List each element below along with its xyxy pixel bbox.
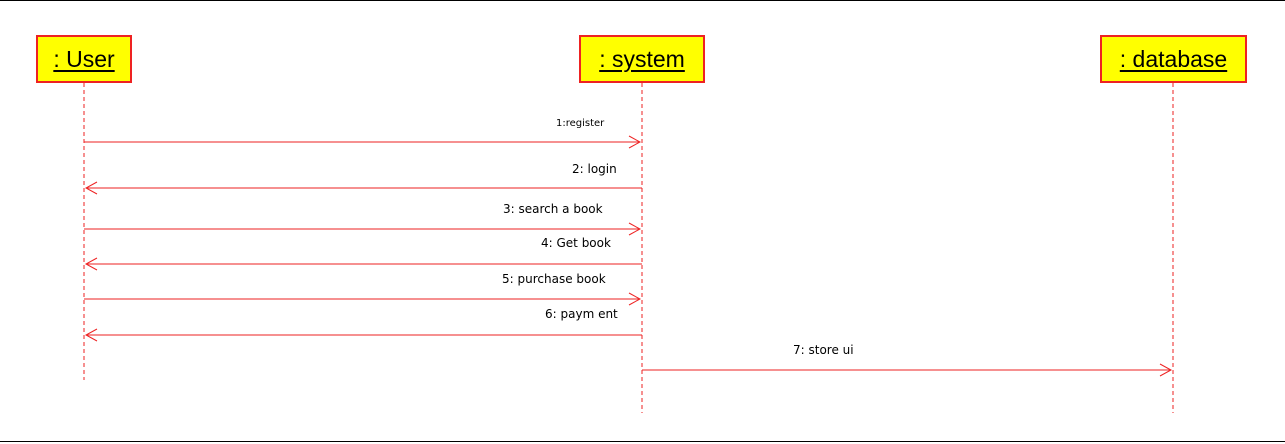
message-4: 4: Get book bbox=[84, 236, 642, 271]
message-1-label: 1:register bbox=[556, 118, 605, 129]
message-2-label: 2: login bbox=[572, 162, 617, 176]
message-4-label: 4: Get book bbox=[541, 236, 611, 250]
lifeline-database-box[interactable]: : database bbox=[1100, 35, 1247, 83]
message-1: 1:register bbox=[84, 118, 642, 149]
message-6: 6: paym ent bbox=[84, 307, 642, 342]
top-border bbox=[0, 0, 1285, 1]
message-5-label: 5: purchase book bbox=[502, 272, 606, 286]
message-6-label: 6: paym ent bbox=[545, 307, 618, 321]
lifeline-database-label: : database bbox=[1119, 45, 1228, 72]
lifeline-system-label: : system bbox=[599, 45, 685, 72]
lifeline-user-label: : User bbox=[53, 45, 115, 72]
lifeline-system-box[interactable]: : system bbox=[579, 35, 705, 83]
message-3-label: 3: search a book bbox=[503, 202, 603, 216]
message-7: 7: store ui bbox=[642, 343, 1173, 377]
lifeline-user-box[interactable]: : User bbox=[36, 35, 132, 83]
message-2: 2: login bbox=[84, 162, 642, 195]
bottom-border bbox=[0, 441, 1285, 442]
message-5: 5: purchase book bbox=[84, 272, 642, 306]
message-7-label: 7: store ui bbox=[793, 343, 854, 357]
message-3: 3: search a book bbox=[84, 202, 642, 236]
